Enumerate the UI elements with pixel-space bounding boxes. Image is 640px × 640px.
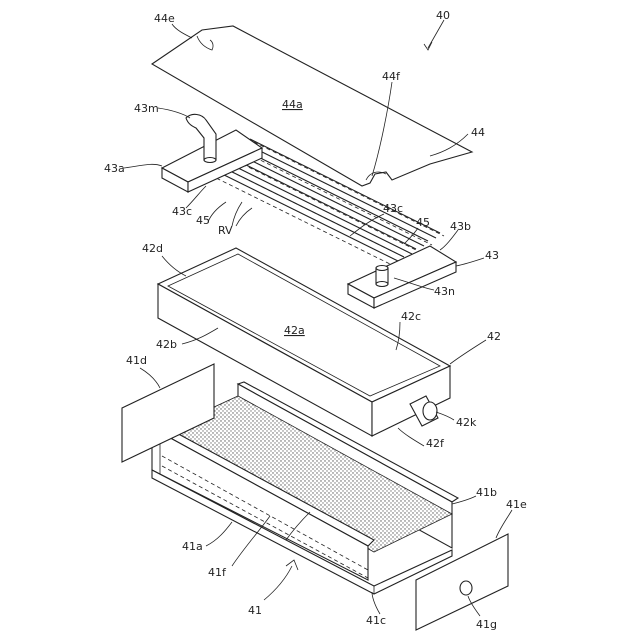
- label-41: 41: [248, 604, 262, 617]
- label-43n: 43n: [434, 285, 455, 298]
- label-42b: 42b: [156, 338, 177, 351]
- end-plate-41e: [416, 534, 508, 630]
- label-41e: 41e: [506, 498, 527, 511]
- label-43: 43: [485, 249, 499, 262]
- label-44e: 44e: [154, 12, 175, 25]
- hole-41g: [460, 581, 472, 595]
- label-42a: 42a: [284, 324, 305, 337]
- label-42d: 42d: [142, 242, 163, 255]
- label-42c: 42c: [401, 310, 421, 323]
- label-43a: 43a: [104, 162, 125, 175]
- header-block-43b: [348, 246, 456, 308]
- label-41a: 41a: [182, 540, 203, 553]
- label-45-right: 45: [416, 216, 430, 229]
- label-41d: 41d: [126, 354, 147, 367]
- nozzle-43n: [376, 266, 388, 287]
- label-43c-left: 43c: [172, 205, 192, 218]
- label-43c-right: 43c: [383, 202, 403, 215]
- label-43b: 43b: [450, 220, 471, 233]
- label-41g: 41g: [476, 618, 497, 631]
- label-44f: 44f: [382, 70, 401, 83]
- label-42: 42: [487, 330, 501, 343]
- label-41b: 41b: [476, 486, 497, 499]
- label-41f: 41f: [208, 566, 227, 579]
- label-rv: RV: [218, 224, 233, 237]
- label-43m: 43m: [134, 102, 159, 115]
- label-44: 44: [471, 126, 485, 139]
- label-42f: 42f: [426, 437, 445, 450]
- label-42k: 42k: [456, 416, 477, 429]
- label-44a: 44a: [282, 98, 303, 111]
- label-40: 40: [436, 9, 450, 22]
- label-41c: 41c: [366, 614, 386, 627]
- label-45-left: 45: [196, 214, 210, 227]
